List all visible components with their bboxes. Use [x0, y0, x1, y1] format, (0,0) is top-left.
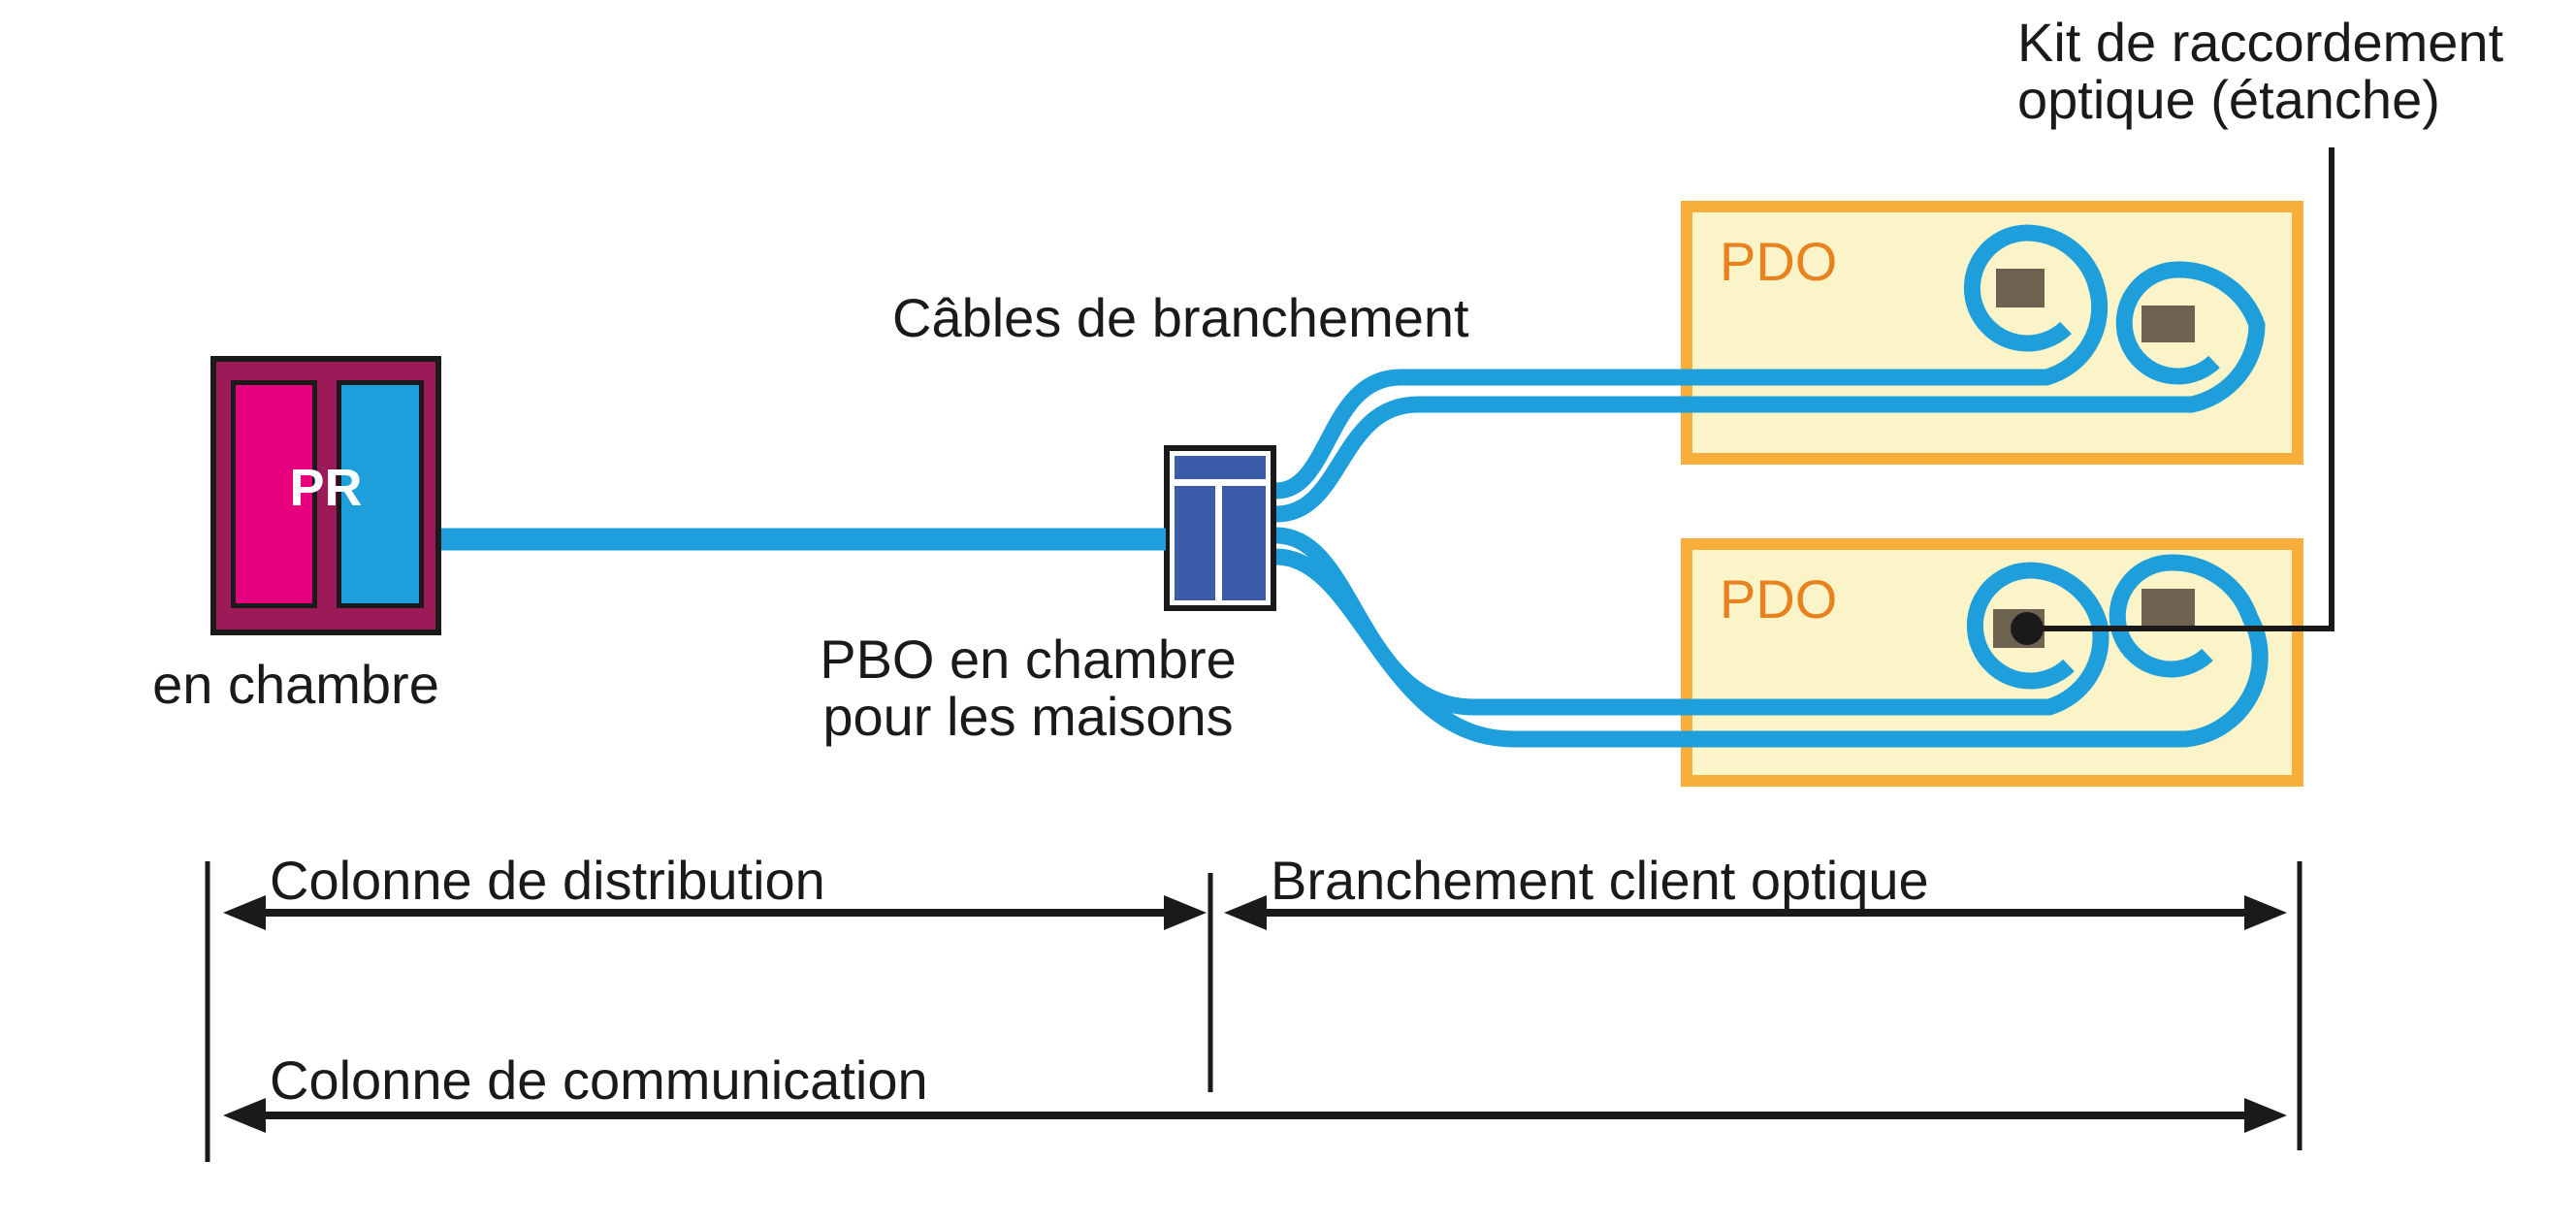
pr-box: PR	[210, 356, 441, 635]
client-arrow-right-head	[2244, 895, 2287, 930]
pr-caption: en chambre	[152, 654, 439, 715]
pr-label: PR	[289, 459, 363, 517]
pdo-top-label: PDO	[1720, 231, 1838, 292]
pdo-bottom-label: PDO	[1720, 568, 1838, 629]
pdo-bottom-box: PDO	[1681, 538, 2303, 787]
branch-cables-label: Câbles de branchement	[892, 287, 1469, 348]
communication-arrow-right-head	[2244, 1098, 2287, 1133]
client-span-label: Branchement client optique	[1271, 850, 1929, 911]
communication-arrow-left-head	[223, 1098, 266, 1133]
client-arrow-left-head	[1224, 895, 1267, 930]
communication-span-label: Colonne de communication	[270, 1049, 928, 1111]
kit-label: Kit de raccordement optique (étanche)	[2017, 12, 2504, 130]
pbo-caption: PBO en chambre pour les maisons	[820, 629, 1237, 747]
pbo-top-compartment	[1175, 456, 1266, 479]
distribution-arrow-left-head	[223, 895, 266, 930]
pr-inner-blue-panel	[337, 380, 424, 608]
pdo-top-box: PDO	[1681, 201, 2303, 465]
distribution-span-label: Colonne de distribution	[270, 850, 825, 911]
pbo-right-compartment	[1222, 486, 1266, 600]
distribution-arrow-right-head	[1164, 895, 1207, 930]
pr-inner-pink-panel	[231, 380, 317, 608]
pbo-left-compartment	[1175, 486, 1215, 600]
pbo-box	[1164, 445, 1276, 611]
